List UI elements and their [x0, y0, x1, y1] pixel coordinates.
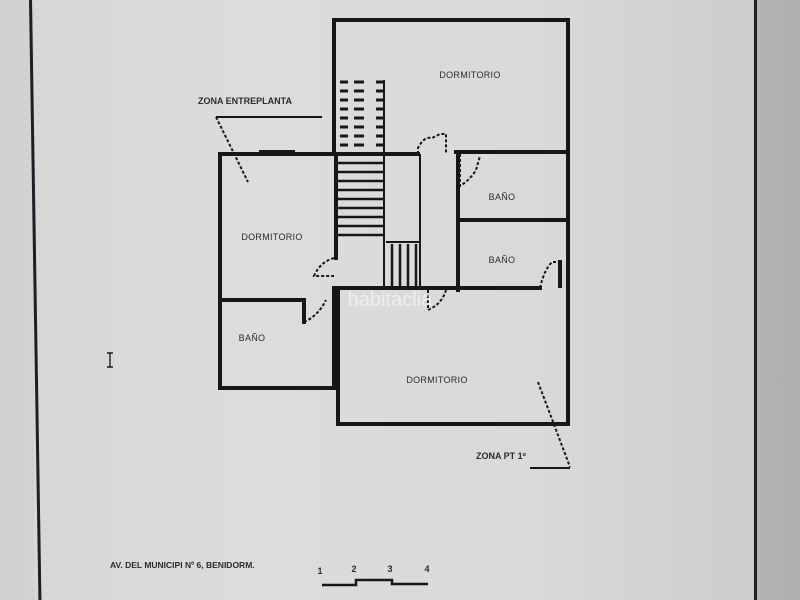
callout-zona-pt1: ZONA PT 1º [476, 451, 527, 461]
stair-dashed [340, 80, 385, 154]
door-swing [427, 289, 447, 312]
scale-tick: 1 [317, 566, 322, 576]
document-page [34, 0, 756, 600]
door-swing [417, 133, 447, 154]
scale-tick: 3 [387, 564, 392, 574]
room-label-bano: BAÑO [489, 192, 516, 202]
page-border-right [754, 0, 757, 600]
address-label: AV. DEL MUNICIPI Nº 6, BENIDORM. [110, 560, 255, 570]
door-swing [539, 261, 561, 289]
room-label-dormitorio: DORMITORIO [439, 70, 500, 80]
watermark: habitaclia [348, 289, 433, 311]
scale-tick: 4 [424, 564, 429, 574]
callout-leader [215, 116, 249, 183]
scale-tick: 2 [351, 564, 356, 574]
callout-zona-entreplanta: ZONA ENTREPLANTA [198, 96, 292, 106]
door-swing [459, 154, 481, 188]
text-cursor-icon [107, 352, 113, 368]
room-label-bano: BAÑO [239, 333, 266, 343]
stair-treads [338, 161, 384, 237]
callout-leader [537, 381, 571, 468]
door-swing [303, 299, 327, 323]
wall-outline-lower [336, 286, 570, 426]
room-label-bano: BAÑO [489, 255, 516, 265]
scale-bar: 1 2 3 4 [317, 564, 430, 587]
door-swing [312, 257, 335, 277]
stair-treads-lower [390, 244, 418, 286]
room-label-dormitorio: DORMITORIO [406, 375, 467, 385]
room-label-dormitorio: DORMITORIO [241, 232, 302, 242]
wall-outline-left [218, 150, 338, 390]
